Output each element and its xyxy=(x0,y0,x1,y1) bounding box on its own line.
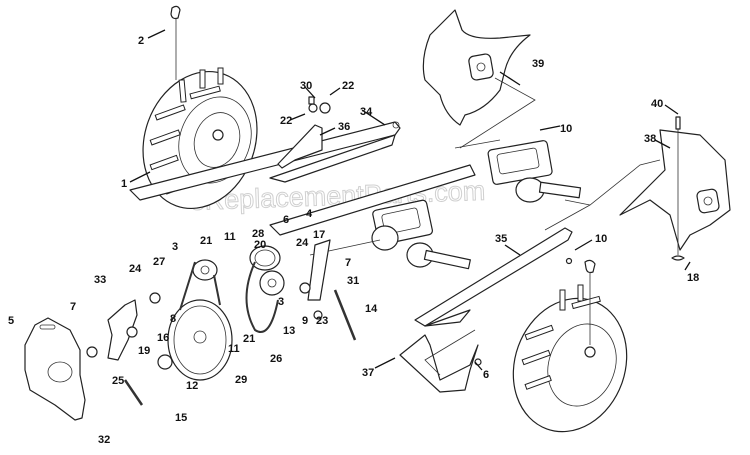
callout-36[interactable]: 36 xyxy=(338,121,350,133)
belt-cover-plate[interactable] xyxy=(24,317,86,421)
nut-6[interactable] xyxy=(474,358,482,366)
callout-8[interactable]: 8 xyxy=(170,313,176,325)
callout-34[interactable]: 34 xyxy=(360,106,373,118)
callout-19[interactable]: 19 xyxy=(138,345,150,357)
spring-washer-13[interactable] xyxy=(299,282,311,294)
callout-31[interactable]: 31 xyxy=(347,275,359,287)
callout-22[interactable]: 22 xyxy=(342,80,354,92)
callout-29[interactable]: 29 xyxy=(235,374,247,386)
callout-6[interactable]: 6 xyxy=(283,214,289,226)
callout-16[interactable]: 16 xyxy=(157,332,169,344)
callout-38[interactable]: 38 xyxy=(644,133,656,145)
callout-24[interactable]: 24 xyxy=(296,237,309,249)
callout-21[interactable]: 21 xyxy=(200,235,212,247)
callout-18[interactable]: 18 xyxy=(687,272,699,284)
leader-lines xyxy=(129,29,691,371)
callout-20[interactable]: 20 xyxy=(254,239,266,251)
tine-left[interactable] xyxy=(422,9,536,149)
callout-32[interactable]: 32 xyxy=(98,434,110,446)
callout-7[interactable]: 7 xyxy=(70,301,76,313)
callout-11[interactable]: 11 xyxy=(228,343,240,355)
knob-30[interactable] xyxy=(319,102,331,114)
bolt-22[interactable] xyxy=(308,96,315,105)
double-pulley[interactable] xyxy=(249,245,281,271)
frame-rail-left[interactable] xyxy=(129,121,401,201)
callout-28[interactable]: 28 xyxy=(252,228,264,240)
callout-33[interactable]: 33 xyxy=(94,274,106,286)
belt-26[interactable] xyxy=(245,261,279,333)
callout-11[interactable]: 11 xyxy=(224,231,236,243)
extension-spring-14[interactable] xyxy=(333,289,357,341)
callout-24[interactable]: 24 xyxy=(129,263,142,275)
shield[interactable] xyxy=(399,329,479,393)
callout-7[interactable]: 7 xyxy=(345,257,351,269)
callout-14[interactable]: 14 xyxy=(365,303,378,315)
callout-3[interactable]: 3 xyxy=(278,296,284,308)
callout-27[interactable]: 27 xyxy=(153,256,165,268)
spacer-24[interactable] xyxy=(149,292,161,304)
idler-bracket-31[interactable] xyxy=(307,239,331,301)
large-pulley[interactable] xyxy=(167,299,233,381)
washer-19[interactable] xyxy=(126,326,138,338)
belt-27[interactable] xyxy=(179,261,221,311)
callout-5[interactable]: 5 xyxy=(8,315,14,327)
hex-nut-12[interactable] xyxy=(157,354,173,370)
callout-10[interactable]: 10 xyxy=(560,123,572,135)
washer-23[interactable] xyxy=(313,310,323,320)
callout-21[interactable]: 21 xyxy=(243,333,255,345)
hairpin-18[interactable] xyxy=(671,255,685,261)
callout-4[interactable]: 4 xyxy=(306,208,313,220)
callout-35[interactable]: 35 xyxy=(495,233,507,245)
callout-9[interactable]: 9 xyxy=(302,315,308,327)
callout-40[interactable]: 40 xyxy=(651,98,663,110)
nut-22[interactable] xyxy=(308,103,318,113)
callout-6[interactable]: 6 xyxy=(483,369,489,381)
clevis-pin-40[interactable] xyxy=(675,116,681,130)
callout-3[interactable]: 3 xyxy=(172,241,178,253)
callout-17[interactable]: 17 xyxy=(313,229,325,241)
idler-pulley[interactable] xyxy=(259,270,285,296)
callout-1[interactable]: 1 xyxy=(121,178,127,190)
callout-13[interactable]: 13 xyxy=(283,325,295,337)
callout-37[interactable]: 37 xyxy=(362,367,374,379)
idler-arm-33[interactable] xyxy=(107,299,138,361)
callout-22[interactable]: 22 xyxy=(280,115,292,127)
callout-30[interactable]: 30 xyxy=(300,80,312,92)
callout-39[interactable]: 39 xyxy=(532,58,544,70)
callout-12[interactable]: 12 xyxy=(186,380,198,392)
spring-15[interactable] xyxy=(123,379,144,406)
frame-rail-right[interactable] xyxy=(414,227,573,327)
callout-2[interactable]: 2 xyxy=(138,35,144,47)
hairpin-clip-left[interactable] xyxy=(170,5,181,80)
bolt-10[interactable] xyxy=(565,257,573,265)
wheel-right[interactable] xyxy=(495,259,645,447)
tine-right[interactable] xyxy=(544,116,731,261)
callout-labels: 2 1 30 22 22 36 34 39 10 40 38 18 10 35 … xyxy=(8,35,699,446)
callout-23[interactable]: 23 xyxy=(316,315,328,327)
bracket-36[interactable] xyxy=(277,124,323,169)
callout-26[interactable]: 26 xyxy=(270,353,282,365)
callout-15[interactable]: 15 xyxy=(175,412,187,424)
callout-10[interactable]: 10 xyxy=(595,233,607,245)
callout-25[interactable]: 25 xyxy=(112,375,124,387)
spacer-25[interactable] xyxy=(86,346,98,358)
